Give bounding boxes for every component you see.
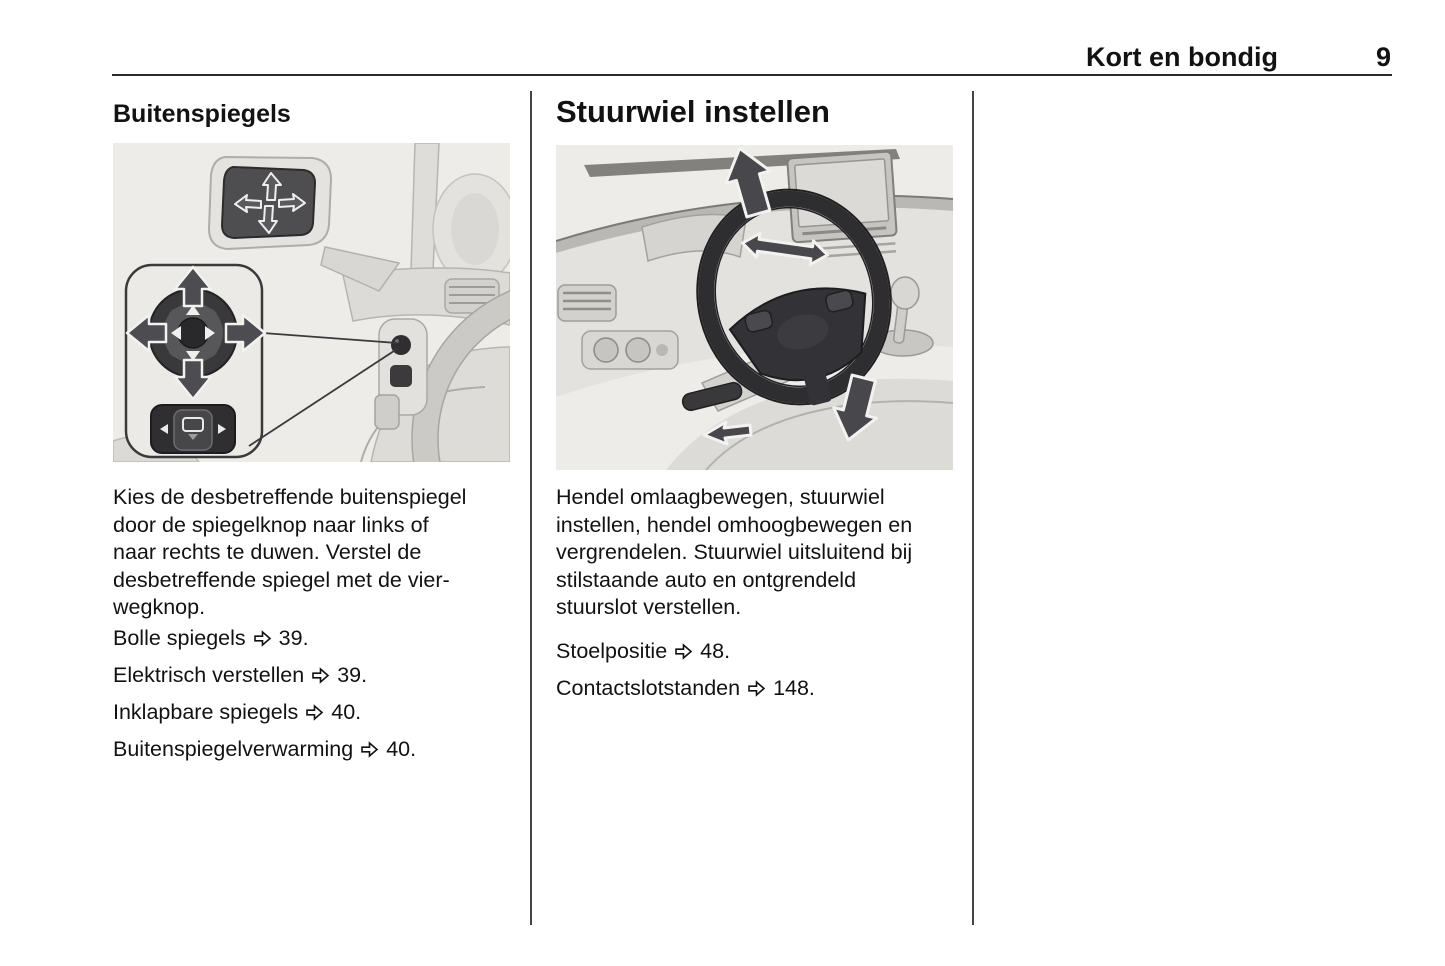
pad-direction-arrows [125,265,267,401]
mirror-glass-direction-arrows [234,172,306,234]
gear-shifter [872,276,934,357]
left-column: Buitenspiegels [112,93,735,761]
page-ref-arrow-icon [306,703,324,721]
page-reference: Contactslotstanden 148. [556,675,815,700]
page-reference: Stoelpositie 48. [556,638,731,663]
page-ref-arrow-icon [253,629,271,647]
steering-wheel-illustration [555,145,954,475]
right-column: Stuurwiel instellen [555,93,961,700]
page-reference: Inklapbare spiegels 40. [113,699,362,724]
column-divider [530,91,532,925]
four-way-mirror-button [148,288,238,378]
page-number: 9 [1375,42,1391,72]
section-heading-stuurwiel: Stuurwiel instellen [556,94,830,129]
right-paragraph: Hendel omlaagbewegen, stuurwiel instelle… [556,484,966,622]
page-reference: Elektrisch verstellen 39. [113,662,368,687]
left-page-references: Bolle spiegels 39. Elektrisch verstellen… [113,624,416,772]
steering-wheel [696,188,892,406]
adjustment-direction-arrows [702,146,878,446]
paragraph-line: Kies de desbetreffende buitenspiegel [113,485,467,509]
paragraph-line: Hendel omlaagbewegen, stuurwiel [556,485,885,509]
page-reference: Bolle spiegels 39. [113,625,309,650]
paragraph-line: wegknop. [113,595,206,619]
left-paragraph: Kies de desbetreffende buitenspiegel doo… [113,484,523,622]
paragraph-line: desbetreffende spiegel met de vier- [113,567,450,592]
paragraph-line: naar rechts te duwen. Verstel de [113,540,422,564]
paragraph-line: stilstaande auto en ontgrendeld [556,567,857,592]
right-page-references: Stoelpositie 48. Contactslotstanden 148. [556,637,815,711]
paragraph-line: instellen, hendel omhoogbewegen en [556,512,913,537]
paragraph-line: door de spiegelknop naar links of [113,512,429,537]
paragraph-line: stuurslot verstellen. [556,595,742,619]
exterior-mirror-illustration [112,142,735,601]
mirror-selector-switch [150,404,236,454]
chapter-title: Kort en bondig [1086,42,1278,72]
steering-adjust-lever [681,381,743,412]
page-ref-arrow-icon [312,666,330,684]
page-ref-arrow-icon [361,740,379,758]
column-divider-right [972,91,974,925]
page-reference: Buitenspiegelverwarming 40. [113,736,417,761]
page-ref-arrow-icon [675,642,693,660]
paragraph-line: vergrendelen. Stuurwiel uitsluitend bij [556,540,913,564]
section-heading-buitenspiegels: Buitenspiegels [113,100,291,128]
page-ref-arrow-icon [748,679,766,697]
header-rule [112,74,1392,76]
